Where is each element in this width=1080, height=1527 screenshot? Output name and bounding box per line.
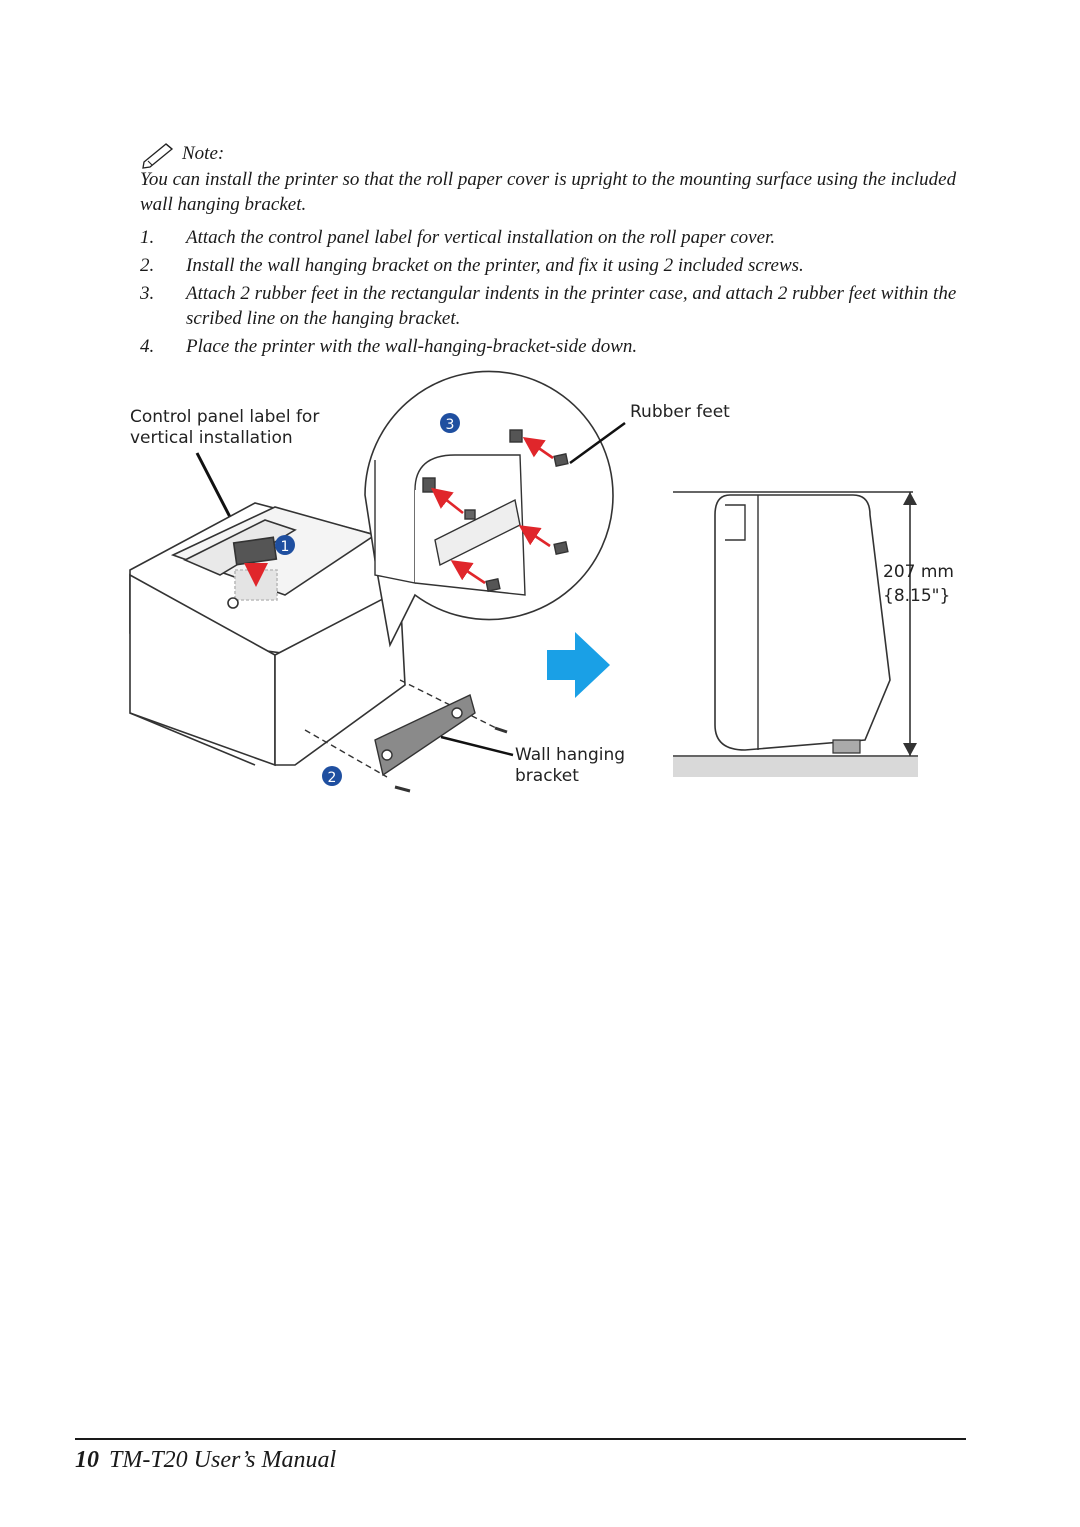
step-list: 1. Attach the control panel label for ve…	[140, 225, 970, 362]
note-heading: Note:	[140, 140, 225, 169]
printer-side-view	[673, 491, 918, 777]
list-item: 2. Install the wall hanging bracket on t…	[140, 253, 970, 278]
bracket-illustration	[304, 679, 508, 793]
footer-rule	[75, 1438, 966, 1440]
step-number: 3.	[140, 283, 155, 304]
dimension-mm: 207 mm	[883, 562, 954, 582]
list-item: 4. Place the printer with the wall-hangi…	[140, 334, 970, 359]
printer-illustration	[129, 502, 406, 767]
step-text: Attach the control panel label for verti…	[186, 227, 776, 248]
leader-line	[440, 735, 514, 757]
step-text: Install the wall hanging bracket on the …	[186, 255, 804, 276]
list-item: 1. Attach the control panel label for ve…	[140, 225, 970, 250]
page-number: 10	[75, 1447, 99, 1473]
installation-diagram: Control panel label for vertical install…	[129, 370, 954, 793]
callout-1-badge	[275, 535, 295, 555]
dimension-in: {8.15"}	[883, 586, 950, 606]
manual-title: TM-T20 User’s Manual	[109, 1447, 337, 1473]
label-rubber-feet: Rubber feet	[630, 402, 730, 422]
leader-line	[569, 421, 626, 465]
list-item: 3. Attach 2 rubber feet in the rectangul…	[140, 281, 970, 331]
step-text: Place the printer with the wall-hanging-…	[186, 336, 638, 357]
footer: 10 TM-T20 User’s Manual	[75, 1447, 336, 1474]
note-label: Note:	[182, 143, 225, 164]
label-control-panel-line2: vertical installation	[130, 428, 293, 448]
label-bracket-line1: Wall hanging	[515, 745, 625, 765]
step-number: 1.	[140, 227, 155, 248]
arrow-blue-right-icon	[547, 632, 610, 698]
callout-1-number: 1	[281, 539, 290, 555]
step-number: 2.	[140, 255, 155, 276]
note-body: You can install the printer so that the …	[140, 169, 957, 215]
callout-2-badge	[322, 766, 342, 786]
pencil-note-icon	[142, 143, 174, 169]
label-bracket-line2: bracket	[515, 766, 579, 786]
label-control-panel-line1: Control panel label for	[130, 407, 319, 427]
step-number: 4.	[140, 336, 155, 357]
callout-2-number: 2	[328, 770, 337, 786]
step-text: Attach 2 rubber feet in the rectangular …	[186, 283, 957, 329]
callout-3-badge	[440, 413, 460, 433]
arrows-red-rubber-feet	[430, 437, 554, 585]
callout-3-number: 3	[446, 417, 455, 433]
